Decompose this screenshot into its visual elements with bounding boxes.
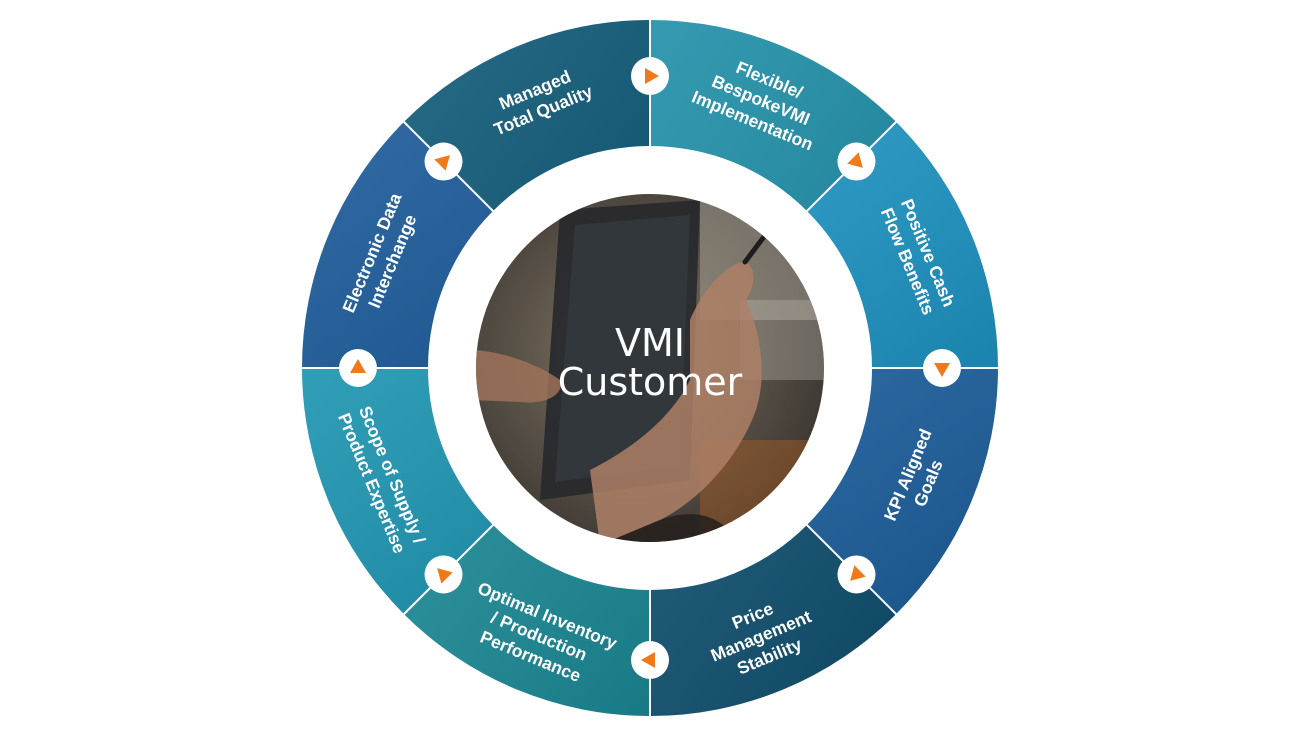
clockwise-arrow-icon (631, 641, 669, 679)
clockwise-arrow-icon (631, 57, 669, 95)
clockwise-arrow-icon (923, 349, 961, 387)
arrow-triangle (847, 152, 863, 168)
segment-arrows (339, 57, 961, 679)
clockwise-arrow-icon (424, 555, 463, 594)
clockwise-arrow-icon (837, 142, 876, 181)
center-label-line-1: VMI (615, 321, 685, 365)
arrow-triangle (437, 568, 453, 584)
clockwise-arrow-icon (339, 349, 377, 387)
arrow-triangle (641, 652, 655, 668)
hand-shape (590, 262, 762, 542)
arrow-triangle (434, 155, 450, 171)
arrow-triangle (934, 363, 950, 377)
arrow-triangle (350, 359, 366, 373)
clockwise-arrow-icon (424, 142, 463, 181)
arrow-triangle (645, 68, 659, 84)
center-label: VMI Customer (558, 321, 743, 404)
arrow-triangle (850, 565, 866, 581)
clockwise-arrow-icon (837, 555, 876, 594)
center-label-line-2: Customer (558, 360, 743, 404)
